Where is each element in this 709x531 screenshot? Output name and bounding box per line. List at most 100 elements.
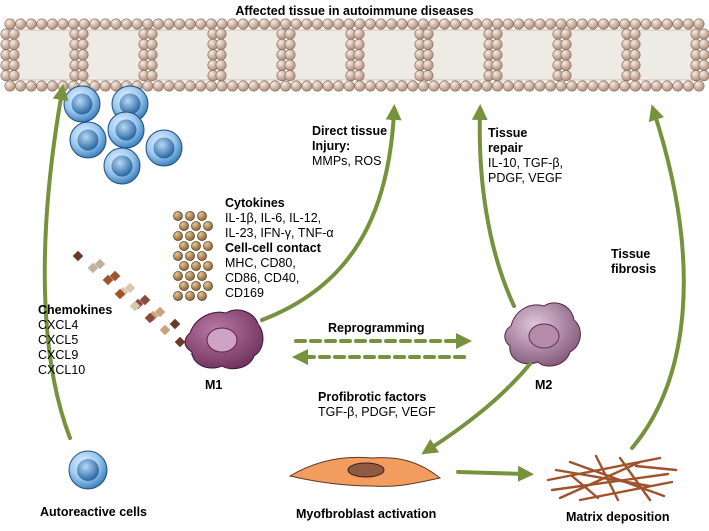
tissue-bead (629, 70, 641, 82)
tissue-cell (291, 29, 350, 81)
tissue-bead (651, 18, 663, 30)
tissue-cell (498, 29, 557, 81)
tissue-cell (567, 29, 626, 81)
tissue-bead (284, 28, 296, 40)
tissue-bead (693, 18, 705, 30)
tissue-bead (629, 18, 641, 30)
tissue-bead (353, 70, 365, 82)
tissue-bead (407, 80, 419, 92)
tissue-bead (672, 80, 684, 92)
fibrosis-line: Tissue (611, 247, 651, 261)
tissue-bead (25, 18, 37, 30)
matrix-fibers-icon (546, 454, 678, 502)
tissue-cell (84, 29, 143, 81)
tissue-bead (68, 18, 80, 30)
tissue-bead (215, 49, 227, 61)
tissue-bead (322, 18, 334, 30)
tissue-bead (598, 18, 610, 30)
profibrotic-detail: TGF-β, PDGF, VEGF (318, 405, 436, 419)
fibrosis-label: Tissue fibrosis (611, 247, 656, 277)
tissue-bead (215, 28, 227, 40)
tissue-bead (152, 80, 164, 92)
matrix-label: Matrix deposition (566, 510, 670, 524)
chemokine-particles (72, 250, 201, 360)
tissue-bead (269, 18, 281, 30)
cell-contact-line: CD86, CD40, (225, 271, 300, 285)
cell-nucleus (71, 93, 93, 115)
tissue-bead (560, 38, 572, 50)
m1-label: M1 (205, 378, 223, 392)
cytokine-particles (173, 211, 213, 301)
tissue-bead (672, 18, 684, 30)
tissue-bead (492, 18, 504, 30)
tissue-bead (99, 80, 111, 92)
tissue-bead (422, 49, 434, 61)
tissue-bead (8, 38, 20, 50)
tissue-bead (354, 80, 366, 92)
tissue-bead (629, 38, 641, 50)
arrow-m2-to-tissue (471, 104, 516, 308)
tissue-bead (576, 18, 588, 30)
cytokine-particle (191, 241, 201, 251)
cytokine-particle (173, 291, 183, 301)
tissue-bead (205, 18, 217, 30)
tissue-bead (15, 80, 27, 92)
tissue-bead (290, 80, 302, 92)
tissue-bead (258, 80, 270, 92)
cell-nucleus (115, 119, 137, 141)
tissue-cell (15, 29, 74, 81)
tissue-bead (142, 80, 154, 92)
tissue-bead (422, 28, 434, 40)
cell-contact-heading: Cell-cell contact (225, 241, 321, 255)
chemokine-item: CXCL5 (38, 333, 79, 347)
tissue-bead (422, 59, 434, 71)
tissue-bead (301, 80, 313, 92)
tissue-bead (491, 70, 503, 82)
chemokine-particle (94, 258, 106, 270)
tissue-bead (8, 49, 20, 61)
tissue-bead (698, 59, 709, 71)
cytokine-particle (203, 221, 213, 231)
cytokine-particle (185, 211, 195, 221)
tissue-bead (195, 80, 207, 92)
tissue-bead (290, 18, 302, 30)
tissue-bead (269, 80, 281, 92)
tissue-bead (470, 80, 482, 92)
tissue-bead (576, 80, 588, 92)
tissue-bead (470, 18, 482, 30)
tissue-bead (77, 38, 89, 50)
cytokine-particle (185, 291, 195, 301)
tissue-bead (78, 18, 90, 30)
tissue-bead (163, 80, 175, 92)
tissue-bead (248, 18, 260, 30)
tissue-bead (77, 59, 89, 71)
cytokine-particle (203, 281, 213, 291)
autoreactive-label: Autoreactive cells (40, 505, 147, 519)
m2-label: M2 (535, 378, 553, 392)
myofibroblast-icon (288, 456, 442, 487)
tissue-bead (566, 80, 578, 92)
tissue-bead (110, 18, 122, 30)
arrow-myofibroblast-to-matrix (456, 465, 534, 482)
cytokine-particle (185, 271, 195, 281)
tissue-cell (360, 29, 419, 81)
tissue-bead (491, 49, 503, 61)
tissue-bead (205, 80, 217, 92)
tissue-bead (99, 18, 111, 30)
tissue-bead (284, 49, 296, 61)
cell-contact-line: CD169 (225, 286, 264, 300)
tissue-bead (422, 70, 434, 82)
tissue-bead (184, 80, 196, 92)
tissue-bead (608, 80, 620, 92)
tissue-bead (174, 80, 186, 92)
cytokine-particle (185, 251, 195, 261)
tissue-bead (215, 38, 227, 50)
tissue-bead (258, 18, 270, 30)
tissue-bead (121, 18, 133, 30)
tissue-bead (343, 80, 355, 92)
tissue-bead (560, 59, 572, 71)
tissue-bead (4, 80, 16, 92)
tissue-bead (146, 70, 158, 82)
tissue-bead (608, 18, 620, 30)
